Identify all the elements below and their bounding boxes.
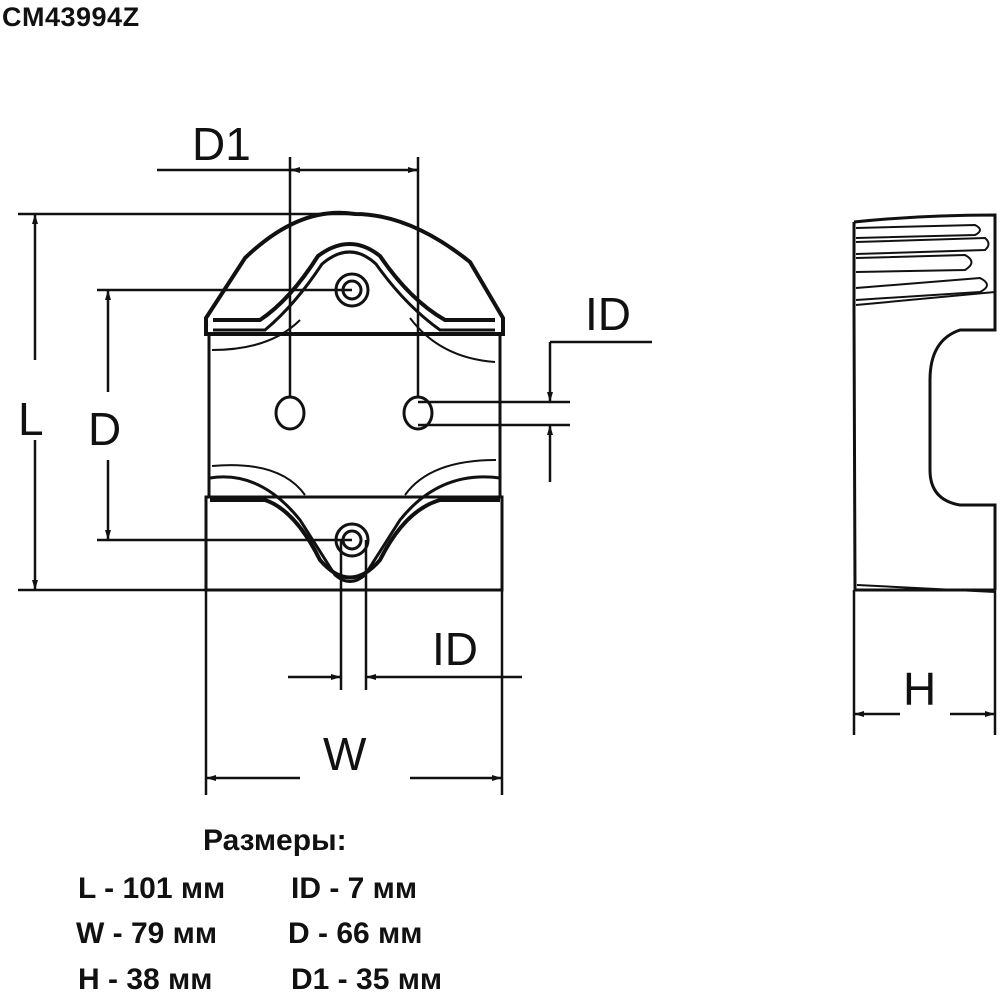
- spec-h: H - 38 мм: [78, 963, 213, 996]
- specs-title: Размеры:: [203, 824, 347, 857]
- central-plate: [207, 332, 502, 499]
- dim-label-w: W: [323, 728, 367, 780]
- lower-notch: [209, 475, 501, 583]
- spec-d: D - 66 мм: [288, 917, 423, 950]
- spec-id: ID - 7 мм: [291, 872, 418, 905]
- spec-d1: D1 - 35 мм: [291, 963, 443, 996]
- dimensions: [18, 157, 997, 795]
- spec-w: W - 79 мм: [76, 917, 218, 950]
- dim-label-l: L: [18, 393, 44, 445]
- dim-label-d1: D1: [192, 118, 251, 170]
- dim-label-h: H: [903, 663, 936, 715]
- outer-dome: [204, 210, 505, 336]
- dim-label-d: D: [88, 403, 121, 455]
- left-mount-hole: [274, 395, 306, 431]
- dim-label-id-bottom: ID: [432, 623, 478, 675]
- upper-notch: [213, 242, 495, 322]
- front-view: [204, 210, 505, 592]
- spec-l: L - 101 мм: [78, 872, 226, 905]
- dim-label-id-top: ID: [585, 288, 631, 340]
- side-view: [852, 213, 997, 593]
- product-code: CM43994Z: [2, 2, 140, 32]
